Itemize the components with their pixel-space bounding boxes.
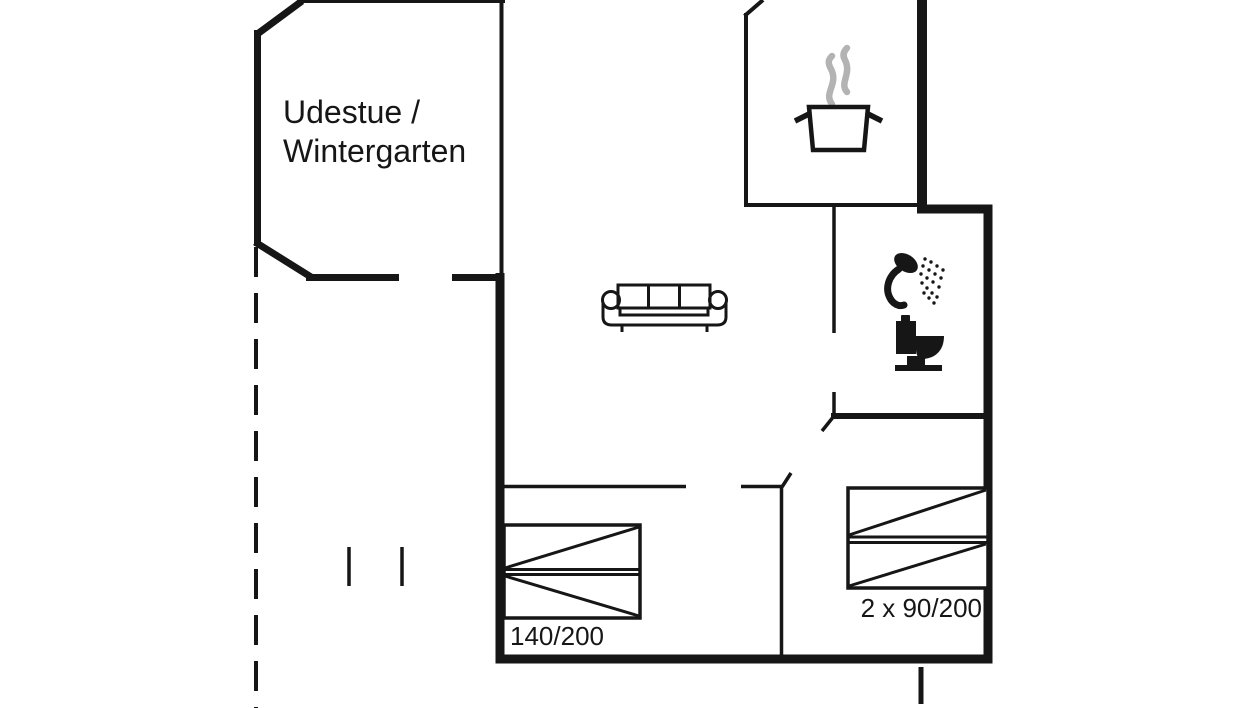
toilet-tank (896, 321, 916, 354)
steam-wisp-left (825, 52, 837, 108)
sofa-icon (601, 283, 728, 332)
pot-body (806, 104, 871, 153)
pot-handle-left (793, 111, 811, 124)
toilet-base (895, 365, 942, 371)
udestue-label-line2: Wintergarten (283, 133, 466, 169)
shower-spray (919, 257, 945, 305)
kitchen-wall-chamfer (743, 0, 765, 18)
twin-bed-label: 2 x 90/200 (861, 593, 982, 623)
udestue-wall-chamfer-top (253, 0, 305, 38)
double-bed-outline (502, 523, 642, 620)
shower-hose (884, 265, 908, 310)
sofa-front-band (618, 306, 710, 317)
toilet-button (901, 315, 910, 322)
cooking-pot-icon (793, 44, 884, 153)
sofa-body (601, 302, 728, 327)
sofa-cushions (616, 283, 712, 310)
kitchen-room (743, 0, 922, 207)
double-bed-label: 140/200 (510, 621, 604, 651)
toilet-stem (907, 356, 925, 366)
sofa-arm-right (708, 290, 728, 310)
double-bed-diagonal-upper (504, 525, 640, 570)
living-room (601, 283, 728, 332)
shower-icon (884, 252, 945, 310)
udestue-wall-chamfer-bottom (253, 239, 313, 280)
plot-boundary (254, 247, 404, 708)
udestue-room: Udestue / Wintergarten (253, 0, 505, 281)
pot-handle-right (866, 111, 884, 124)
twin-bed: 2 x 90/200 (846, 486, 990, 623)
twin-bed-diagonal-upper (848, 488, 987, 537)
udestue-label-line1: Udestue / (283, 94, 420, 130)
bedroom-door-leaf (780, 472, 793, 488)
toilet-bowl (916, 336, 944, 359)
bedrooms: 140/200 2 x 90/200 (502, 472, 990, 659)
toilet-icon (895, 315, 944, 371)
double-bed-diagonal-lower (504, 574, 640, 618)
twin-bed-diagonal-lower (848, 542, 987, 588)
bathroom (820, 205, 985, 433)
double-bed: 140/200 (502, 523, 642, 651)
steam-wisp-right (840, 44, 851, 96)
